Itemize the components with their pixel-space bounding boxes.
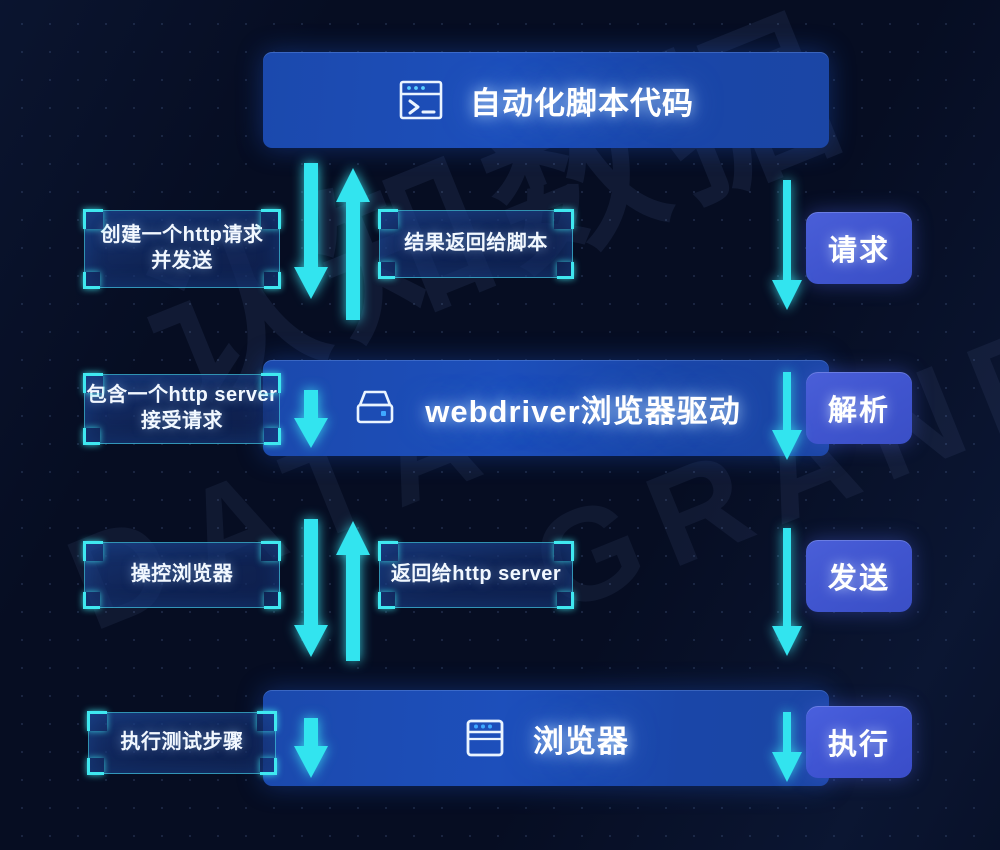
bar-title-browser: 浏览器: [533, 723, 629, 759]
label-create-http-request[interactable]: 创建一个http请求 并发送: [83, 209, 281, 289]
label-steps-line1: 执行测试步骤: [120, 731, 244, 754]
bar-title-automation-script: 自动化脚本代码: [470, 85, 694, 121]
badge-request[interactable]: 请求: [806, 212, 912, 284]
label-execute-test-steps[interactable]: 执行测试步骤: [87, 711, 277, 775]
arrow-up-browser-to-driver: [335, 519, 371, 661]
arrow-right-column-parse: [770, 372, 804, 462]
label-server-line1: 包含一个http server: [86, 384, 278, 407]
arrow-right-column-send: [770, 528, 804, 658]
label-create-line1: 创建一个http请求: [100, 224, 264, 247]
arrow-down-script-to-driver: [293, 163, 329, 303]
label-control-browser[interactable]: 操控浏览器: [83, 541, 281, 609]
label-back-line1: 返回给http server: [390, 563, 562, 586]
label-create-line2: 并发送: [151, 250, 213, 272]
badge-parse[interactable]: 解析: [806, 372, 912, 444]
bar-automation-script[interactable]: 自动化脚本代码: [263, 52, 829, 148]
terminal-icon: [398, 77, 444, 123]
arrow-down-into-driver: [293, 390, 329, 450]
arrow-up-driver-to-script: [335, 168, 371, 320]
label-contains-http-server[interactable]: 包含一个http server 接受请求: [83, 373, 281, 445]
watermark-latin-right: GRAND: [513, 286, 1000, 642]
arrow-right-column-request: [770, 180, 804, 312]
badge-execute-label: 执行: [827, 729, 890, 761]
arrow-down-driver-to-browser: [293, 519, 329, 661]
badge-send[interactable]: 发送: [806, 540, 912, 612]
arrow-down-into-browser: [293, 718, 329, 780]
arrow-right-column-execute: [770, 712, 804, 784]
badge-request-label: 请求: [827, 235, 890, 267]
label-return-line1: 结果返回给脚本: [404, 232, 548, 255]
badge-parse-label: 解析: [827, 395, 890, 427]
badge-execute[interactable]: 执行: [806, 706, 912, 778]
badge-send-label: 发送: [827, 563, 890, 595]
label-control-line1: 操控浏览器: [130, 563, 234, 586]
label-server-line2: 接受请求: [141, 410, 223, 432]
bar-title-webdriver: webdriver浏览器驱动: [425, 393, 741, 429]
label-return-result-to-script[interactable]: 结果返回给脚本: [378, 209, 574, 279]
server-icon: [351, 385, 399, 431]
label-return-to-http-server[interactable]: 返回给http server: [378, 541, 574, 609]
bar-browser[interactable]: 浏览器: [263, 690, 829, 786]
bar-webdriver[interactable]: webdriver浏览器驱动: [263, 360, 829, 456]
browser-window-icon: [463, 715, 507, 761]
